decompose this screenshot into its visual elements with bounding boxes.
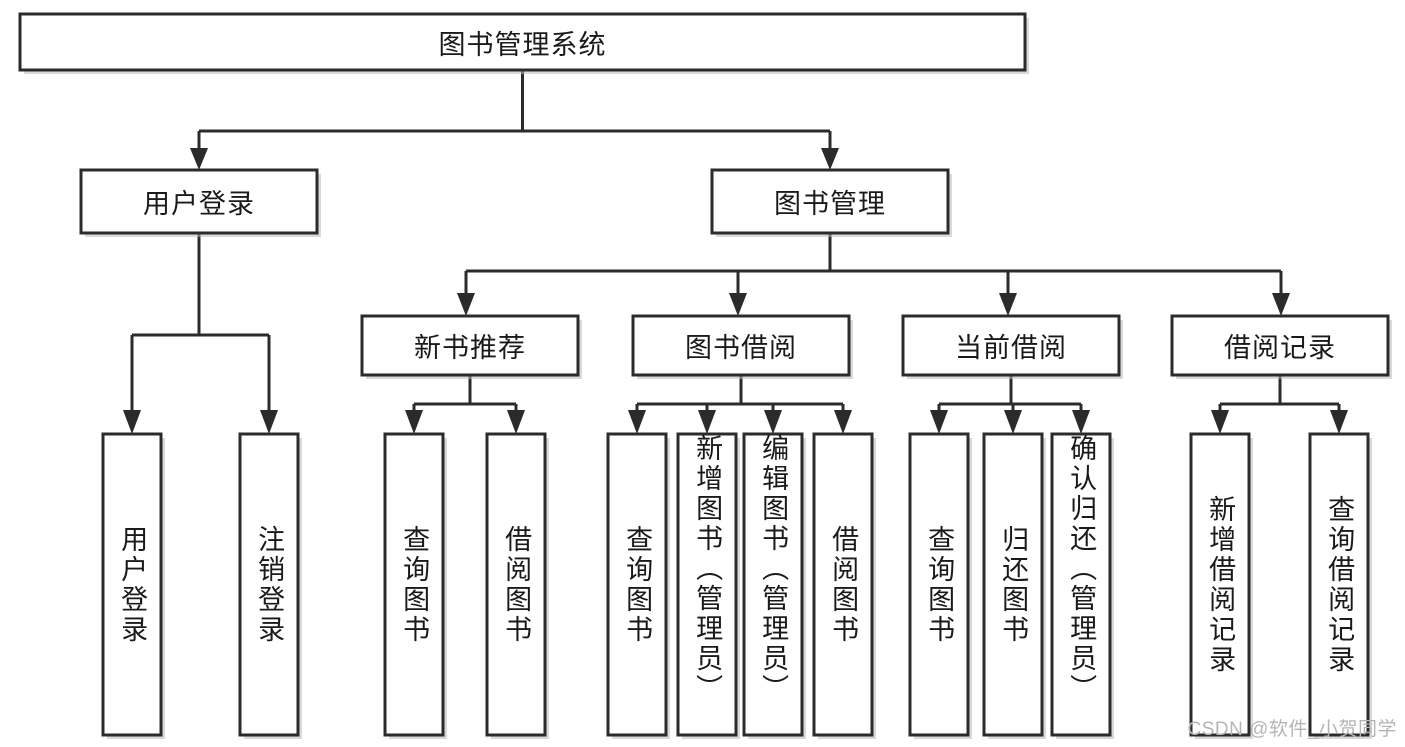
node-box-book-management[interactable]: [710, 168, 950, 235]
node-layer: [18, 12, 1392, 739]
arrow-head-leaf-add-book: [698, 410, 716, 434]
node-box-leaf-add-borrow-record[interactable]: [1189, 432, 1251, 737]
arrow-head-user-login: [190, 148, 208, 170]
arrow-head-leaf-query-book-1: [405, 410, 423, 434]
arrow-head-book-management: [821, 148, 839, 170]
node-box-leaf-query-book-2[interactable]: [606, 432, 668, 737]
node-box-leaf-user-login[interactable]: [101, 432, 163, 737]
node-box-current-borrow[interactable]: [901, 314, 1121, 377]
node-box-leaf-confirm-return[interactable]: [1050, 432, 1112, 737]
arrow-head-leaf-confirm-return: [1072, 410, 1090, 434]
arrow-head-leaf-query-book-2: [628, 410, 646, 434]
node-box-borrow-record[interactable]: [1170, 314, 1390, 377]
arrow-head-current-borrow: [999, 293, 1017, 316]
node-box-leaf-add-book[interactable]: [676, 432, 738, 737]
arrow-head-new-book-recommend: [457, 293, 475, 316]
node-box-leaf-query-book-3[interactable]: [908, 432, 970, 737]
arrow-head-leaf-borrow-book-2: [834, 410, 852, 434]
arrow-head-leaf-add-borrow-record: [1211, 410, 1229, 434]
arrow-head-book-borrow: [729, 293, 747, 316]
node-box-new-book-recommend[interactable]: [360, 314, 580, 377]
node-box-book-borrow[interactable]: [631, 314, 851, 377]
arrow-head-leaf-query-borrow-record: [1330, 410, 1348, 434]
arrow-head-leaf-borrow-book-1: [507, 410, 525, 434]
node-box-leaf-return-book[interactable]: [982, 432, 1044, 737]
node-box-leaf-logout[interactable]: [238, 432, 300, 737]
node-box-leaf-borrow-book-1[interactable]: [485, 432, 547, 737]
node-box-leaf-edit-book[interactable]: [742, 432, 804, 737]
arrow-head-leaf-logout: [260, 410, 278, 434]
arrow-head-borrow-record: [1272, 293, 1290, 316]
node-box-leaf-query-book-1[interactable]: [383, 432, 445, 737]
node-box-leaf-borrow-book-2[interactable]: [812, 432, 874, 737]
arrow-head-leaf-query-book-3: [930, 410, 948, 434]
arrow-head-leaf-return-book: [1004, 410, 1022, 434]
watermark-text: CSDN @软件_小贺同学: [1187, 719, 1397, 740]
node-box-user-login[interactable]: [79, 168, 319, 235]
node-box-root[interactable]: [18, 12, 1027, 72]
arrow-head-leaf-user-login: [123, 410, 141, 434]
node-box-leaf-query-borrow-record[interactable]: [1308, 432, 1370, 737]
arrow-head-leaf-edit-book: [764, 410, 782, 434]
connector-layer: [123, 70, 1348, 434]
